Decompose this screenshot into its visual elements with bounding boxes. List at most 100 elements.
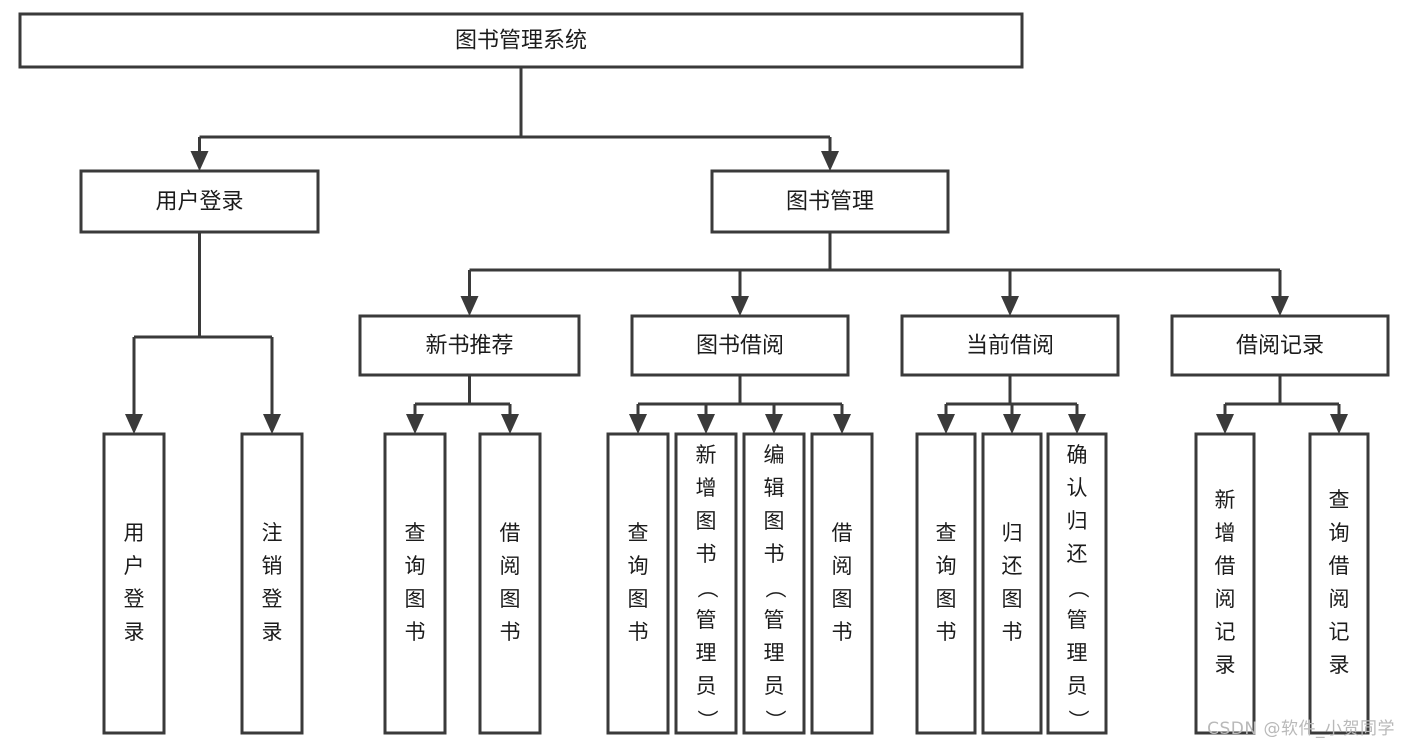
node-rect — [900, 314, 1120, 377]
leaf-label-char: 注 — [262, 521, 283, 545]
node-user-login-label: 用户登录 — [155, 190, 243, 215]
leaf-label-char: 归 — [1002, 521, 1023, 545]
node-user-login[interactable]: 用户登录 — [79, 169, 320, 234]
leaf-label-char: 员 — [696, 674, 717, 698]
node-rect — [981, 432, 1043, 735]
node-rect — [383, 432, 447, 735]
arrow-head-icon — [501, 414, 519, 434]
leaf-label-char: 询 — [1329, 521, 1350, 545]
leaf-label-char: ） — [695, 710, 719, 731]
node-current-borrow[interactable]: 当前借阅 — [900, 314, 1120, 377]
node-book-manage-label: 图书管理 — [786, 190, 874, 215]
node-rect — [710, 169, 950, 234]
leaf-label-char: （ — [763, 578, 787, 599]
node-new-book-rec[interactable]: 新书推荐 — [358, 314, 581, 377]
node-root-label: 图书管理系统 — [455, 29, 587, 54]
leaf-label-char: 录 — [262, 620, 283, 644]
leaf-label-char: 书 — [832, 620, 853, 644]
leaf-label-char: 新 — [696, 443, 717, 467]
leaf-label-char: 户 — [124, 554, 145, 578]
leaf-label-char: 图 — [832, 587, 853, 611]
node-rect — [1046, 432, 1108, 735]
leaf-label-char: 书 — [628, 620, 649, 644]
node-rect — [1194, 432, 1256, 735]
leaf-label-char: 询 — [628, 554, 649, 578]
node-book-borrow-label: 图书借阅 — [696, 334, 784, 359]
node-borrow-record[interactable]: 借阅记录 — [1170, 314, 1390, 377]
leaf-label-char: ） — [763, 710, 787, 731]
leaf-label-char: 查 — [1329, 488, 1350, 512]
leaf-label-char: 书 — [500, 620, 521, 644]
arrow-head-icon — [1216, 414, 1234, 434]
leaf-label-char: 用 — [124, 521, 145, 545]
leaf-label-char: 借 — [832, 521, 853, 545]
leaf-label-char: 员 — [1067, 674, 1088, 698]
arrow-head-icon — [833, 414, 851, 434]
arrow-head-icon — [406, 414, 424, 434]
leaf-label-char: 记 — [1215, 620, 1236, 644]
leaf-label-char: 借 — [500, 521, 521, 545]
arrow-head-icon — [765, 414, 783, 434]
connectors-layer — [125, 67, 1348, 434]
leaf-label-char: 图 — [764, 509, 785, 533]
leaf-label-char: 阅 — [1215, 587, 1236, 611]
leaf-label-char: 理 — [696, 641, 717, 665]
node-leaf-user-login-label: 用户登录 — [124, 521, 145, 644]
node-book-borrow[interactable]: 图书借阅 — [630, 314, 850, 377]
leaf-label-char: 询 — [936, 554, 957, 578]
leaf-label-char: 登 — [124, 587, 145, 611]
leaf-label-char: 增 — [696, 476, 717, 500]
leaf-label-char: 辑 — [764, 476, 785, 500]
arrow-head-icon — [125, 414, 143, 434]
node-book-manage[interactable]: 图书管理 — [710, 169, 950, 234]
leaf-label-char: 书 — [764, 542, 785, 566]
node-rect — [1308, 432, 1370, 735]
leaf-label-char: 书 — [696, 542, 717, 566]
node-root-system[interactable]: 图书管理系统 — [18, 12, 1024, 69]
leaf-label-char: 书 — [405, 620, 426, 644]
leaf-label-char: 管 — [696, 608, 717, 632]
leaf-label-char: 查 — [628, 521, 649, 545]
leaf-label-char: 书 — [936, 620, 957, 644]
arrow-head-icon — [1003, 414, 1021, 434]
leaf-label-char: 还 — [1067, 542, 1088, 566]
leaf-label-char: 增 — [1215, 521, 1236, 545]
arrow-head-icon — [629, 414, 647, 434]
leaf-label-char: 借 — [1329, 554, 1350, 578]
leaf-label-char: 借 — [1215, 554, 1236, 578]
leaf-label-char: 理 — [764, 641, 785, 665]
leaf-label-char: 新 — [1215, 488, 1236, 512]
node-rect — [1170, 314, 1390, 377]
leaf-label-char: 图 — [500, 587, 521, 611]
arrow-head-icon — [460, 296, 479, 316]
node-leaf-user-login[interactable]: 用户登录 — [102, 432, 166, 735]
leaf-label-char: 归 — [1067, 509, 1088, 533]
arrow-head-icon — [697, 414, 715, 434]
leaf-label-char: 理 — [1067, 641, 1088, 665]
leaf-label-char: 员 — [764, 674, 785, 698]
leaf-label-char: （ — [695, 578, 719, 599]
leaf-label-char: 录 — [1329, 653, 1350, 677]
leaf-label-char: 图 — [696, 509, 717, 533]
leaf-label-char: 登 — [262, 587, 283, 611]
